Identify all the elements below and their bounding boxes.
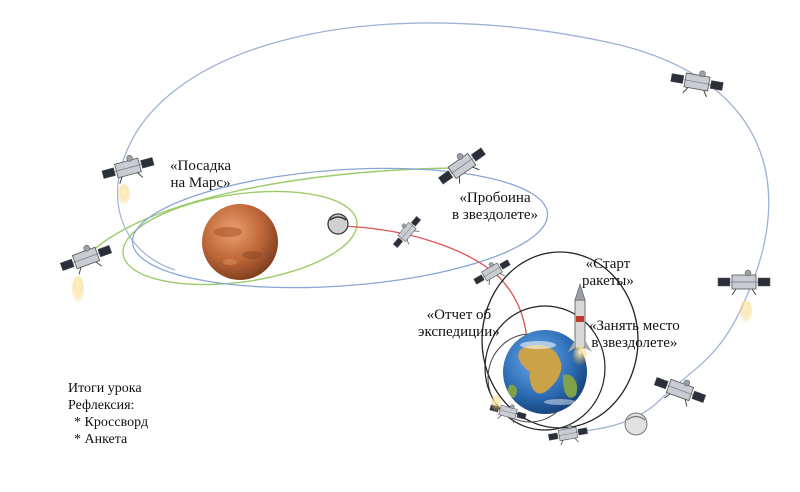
spacecraft-icon [56,237,116,280]
outer-trajectory [119,22,770,433]
capsule-icon [624,412,648,436]
questionnaire-link[interactable]: * Анкета [74,432,128,447]
spacecraft-icon [650,369,710,412]
summary-title: Итоги урока [68,381,142,396]
rocket-icon [568,282,592,366]
spacecraft-icon [470,254,515,291]
thruster-flame [72,276,84,304]
approach-trajectory-green [84,167,456,259]
mars-orbit-green [122,190,358,286]
thruster-flame [740,300,752,324]
capsule-icon [327,213,349,235]
earth-orbit-middle [484,305,606,431]
thruster-flame [118,184,130,206]
mars-planet-icon [202,204,278,280]
spacecraft-icon [433,140,492,193]
spacecraft-icon [717,269,771,296]
outer-trajectory-left [116,171,176,271]
spacecraft-icon [546,421,590,448]
spacecraft-icon [99,149,157,188]
crossword-link[interactable]: * Кроссворд [74,415,149,430]
mars-orbit-blue [131,167,549,289]
spacecraft-icon [668,65,726,100]
earth-planet-icon [503,330,587,414]
lesson-summary: Итоги урока Рефлексия: * Кроссворд * Анк… [68,380,148,448]
reflection-label: Рефлексия: [68,398,135,413]
thruster-flame [491,395,501,413]
